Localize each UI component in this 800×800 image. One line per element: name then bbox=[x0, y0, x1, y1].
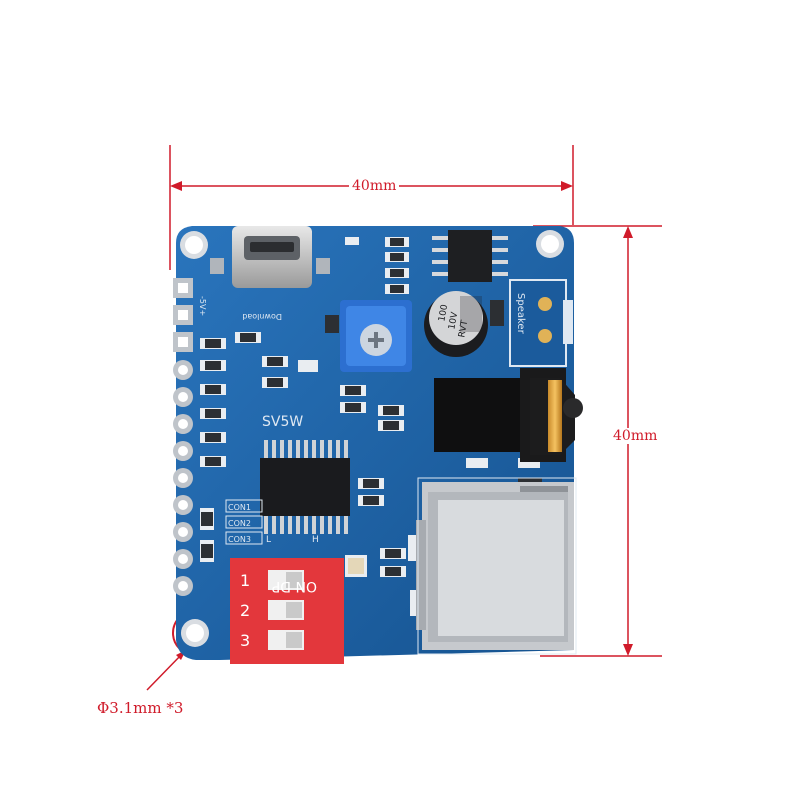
header-pins bbox=[173, 278, 193, 596]
width-dimension-label: 40mm bbox=[349, 178, 400, 194]
speaker-label: Speaker bbox=[515, 293, 526, 335]
audio-jack bbox=[434, 368, 583, 462]
capacitor-text-3: RVT bbox=[457, 319, 470, 338]
amplifier-ic bbox=[432, 230, 508, 282]
h-label: H bbox=[312, 535, 319, 545]
download-label: Download bbox=[242, 312, 282, 321]
pcb-board bbox=[173, 226, 583, 664]
main-chip bbox=[260, 440, 350, 534]
silkscreen-outlines bbox=[225, 477, 577, 655]
dip-switch bbox=[230, 558, 344, 664]
capacitor-text-2: 10V bbox=[447, 310, 460, 330]
dip-on-dp-label: ON DP bbox=[272, 578, 317, 594]
module-name-label: SV5W bbox=[262, 414, 303, 430]
dip-num-1: 1 bbox=[240, 571, 250, 590]
con2-label: CON2 bbox=[228, 519, 251, 528]
electrolytic-capacitor bbox=[424, 291, 488, 357]
smd-components bbox=[200, 237, 542, 616]
con1-label: CON1 bbox=[228, 503, 251, 512]
con3-label: CON3 bbox=[228, 535, 251, 544]
dip-num-3: 3 bbox=[240, 631, 250, 650]
speaker-terminal bbox=[509, 279, 573, 367]
l-label: L bbox=[266, 535, 271, 545]
dip-num-2: 2 bbox=[240, 601, 250, 620]
power-label: -5V+ bbox=[198, 296, 207, 316]
capacitor-text-1: 100 bbox=[437, 303, 450, 322]
micro-usb-connector bbox=[210, 226, 330, 288]
potentiometer bbox=[340, 300, 412, 372]
sd-card-slot bbox=[416, 482, 574, 650]
hole-dimension-label: Φ3.1mm *3 bbox=[94, 700, 187, 716]
height-dimension-label: 40mm bbox=[610, 428, 661, 444]
